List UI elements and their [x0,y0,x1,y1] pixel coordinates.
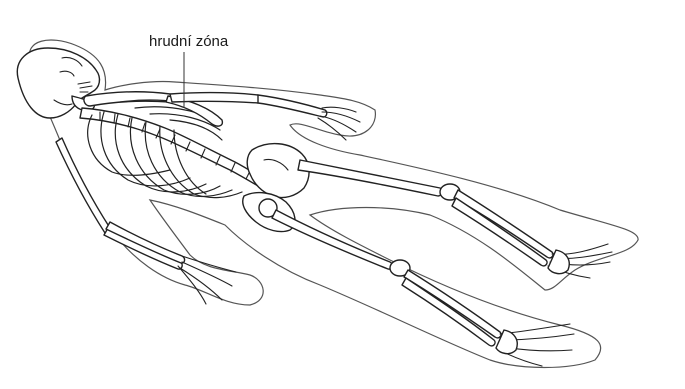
right-leg [298,160,612,278]
body-outline [29,40,638,368]
left-leg [272,210,574,366]
left-arm [56,138,236,304]
clavicle [84,92,174,106]
skull [17,48,99,118]
chest-zone-label: hrudní zóna [149,33,229,50]
